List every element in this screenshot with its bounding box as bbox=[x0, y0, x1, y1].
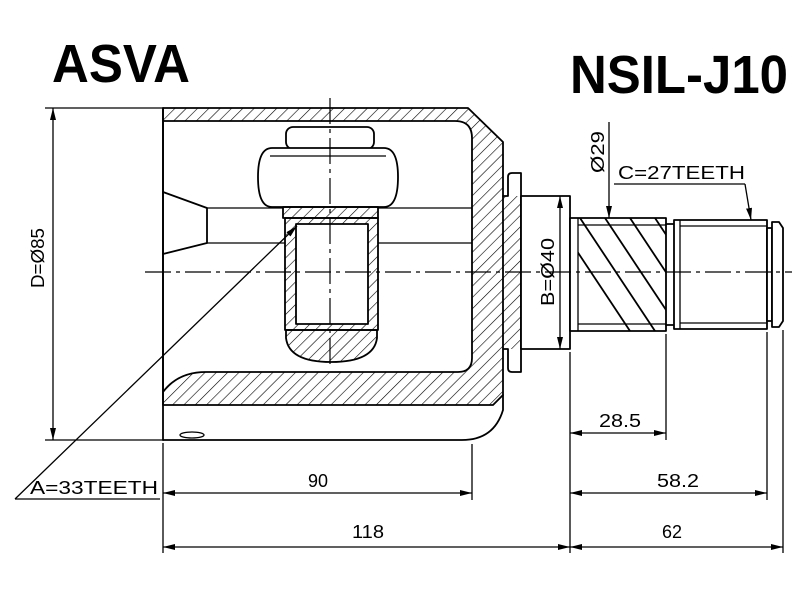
trunnion-section bbox=[284, 217, 379, 331]
shaft-length-label: 62 bbox=[662, 522, 682, 542]
a-teeth-label: A=33TEETH bbox=[30, 478, 158, 498]
roller bbox=[257, 147, 399, 208]
trunnion-base-section bbox=[285, 329, 378, 363]
shaft-stub-taper bbox=[162, 191, 208, 255]
a-teeth-leader bbox=[14, 225, 298, 500]
c-teeth-label: C=27TEETH bbox=[618, 163, 745, 183]
spline-length-label: 28.5 bbox=[599, 411, 641, 431]
spline-helix-line bbox=[604, 218, 666, 312]
overall-length-label: 118 bbox=[352, 522, 384, 542]
housing-lower-lobe-outline bbox=[162, 394, 504, 441]
shaft-end-inner-lines bbox=[679, 220, 767, 329]
boot-groove bbox=[179, 431, 205, 439]
shaft-end-body bbox=[673, 219, 768, 330]
brand-name: ASVA bbox=[52, 34, 190, 94]
shaft-end-cap bbox=[771, 221, 784, 328]
c-teeth-leader bbox=[744, 183, 752, 221]
spline-helix-line bbox=[579, 218, 656, 331]
housing-length-label: 90 bbox=[308, 471, 328, 491]
part-number: NSIL-J10 bbox=[570, 45, 788, 105]
spline-helix-lines bbox=[578, 218, 666, 331]
d-diameter-label: D=Ø85 bbox=[28, 228, 48, 288]
shaft-neck bbox=[665, 223, 675, 326]
groove-length-label: 58.2 bbox=[657, 471, 699, 491]
spline-diameter-label: Ø29 bbox=[588, 131, 608, 173]
spline-helix-line bbox=[578, 251, 631, 331]
spline-helix-line bbox=[629, 218, 666, 274]
